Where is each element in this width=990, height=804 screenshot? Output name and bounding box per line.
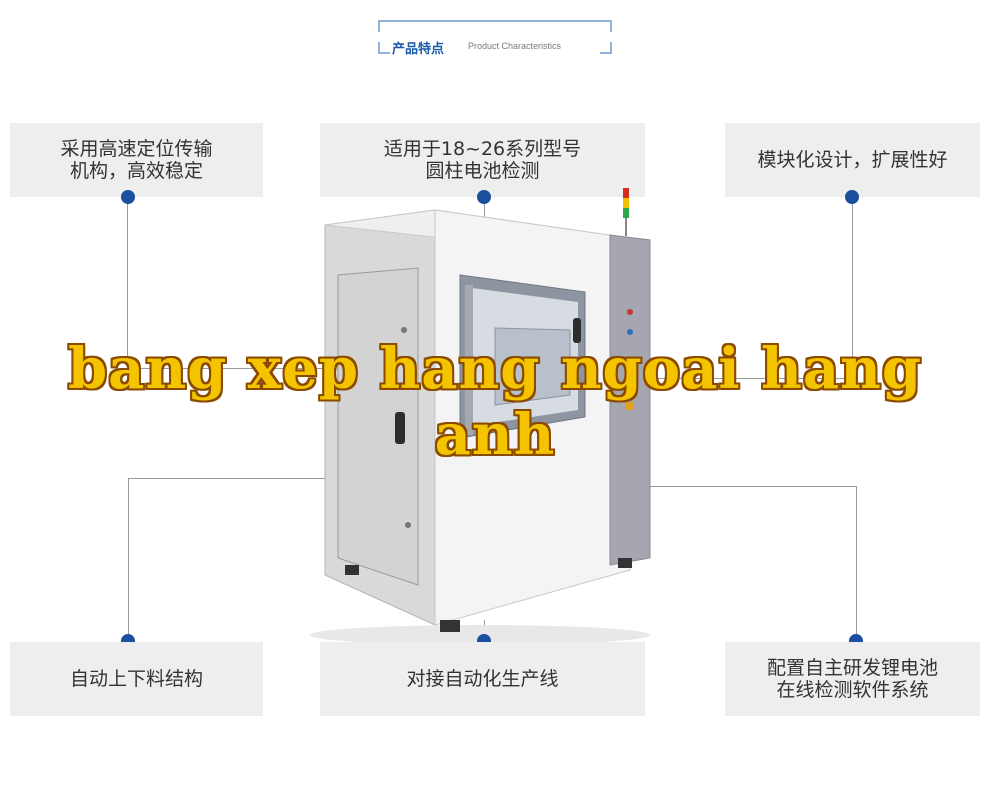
feature-text: 对接自动化生产线 (406, 668, 559, 690)
connector-line (650, 378, 853, 379)
feature-text: 自动上下料结构 (69, 668, 203, 690)
marker-dot (477, 190, 491, 204)
connector-line (856, 486, 857, 640)
connector-line (650, 486, 857, 487)
feature-text: 圆柱电池检测 (425, 160, 540, 182)
feature-text: 模块化设计，扩展性好 (757, 149, 948, 171)
feature-box-bottom-left: 自动上下料结构 (10, 642, 263, 716)
header-frame-corner (378, 42, 390, 54)
feature-text: 配置自主研发锂电池 (766, 657, 938, 679)
feature-text: 在线检测软件系统 (776, 679, 929, 701)
header-title-en: Product Characteristics (468, 41, 562, 51)
marker-dot (845, 190, 859, 204)
feature-box-bottom-right: 配置自主研发锂电池 在线检测软件系统 (725, 642, 980, 716)
connector-line (127, 368, 327, 369)
header-frame-corner (600, 42, 612, 54)
marker-dot (121, 190, 135, 204)
connector-line (127, 197, 128, 385)
header-frame (378, 20, 612, 32)
feature-text: 机构，高效稳定 (69, 160, 203, 182)
connector-line (852, 197, 853, 379)
section-header: 产品特点 Product Characteristics (378, 20, 612, 57)
watermark-text: bang xep hang ngoai hang anh (68, 336, 922, 468)
feature-box-top-center: 适用于18~26系列型号 圆柱电池检测 (320, 123, 645, 197)
connector-line (484, 197, 485, 217)
feature-box-top-left: 采用高速定位传输 机构，高效稳定 (10, 123, 263, 197)
connector-line (128, 478, 338, 479)
feature-box-bottom-center: 对接自动化生产线 (320, 642, 645, 716)
connector-line (128, 478, 129, 640)
feature-text: 适用于18~26系列型号 (383, 138, 582, 160)
header-title-cn: 产品特点 (392, 42, 445, 57)
feature-box-top-right: 模块化设计，扩展性好 (725, 123, 980, 197)
battery-test-machine-image (310, 188, 651, 645)
feature-text: 采用高速定位传输 (60, 138, 213, 160)
